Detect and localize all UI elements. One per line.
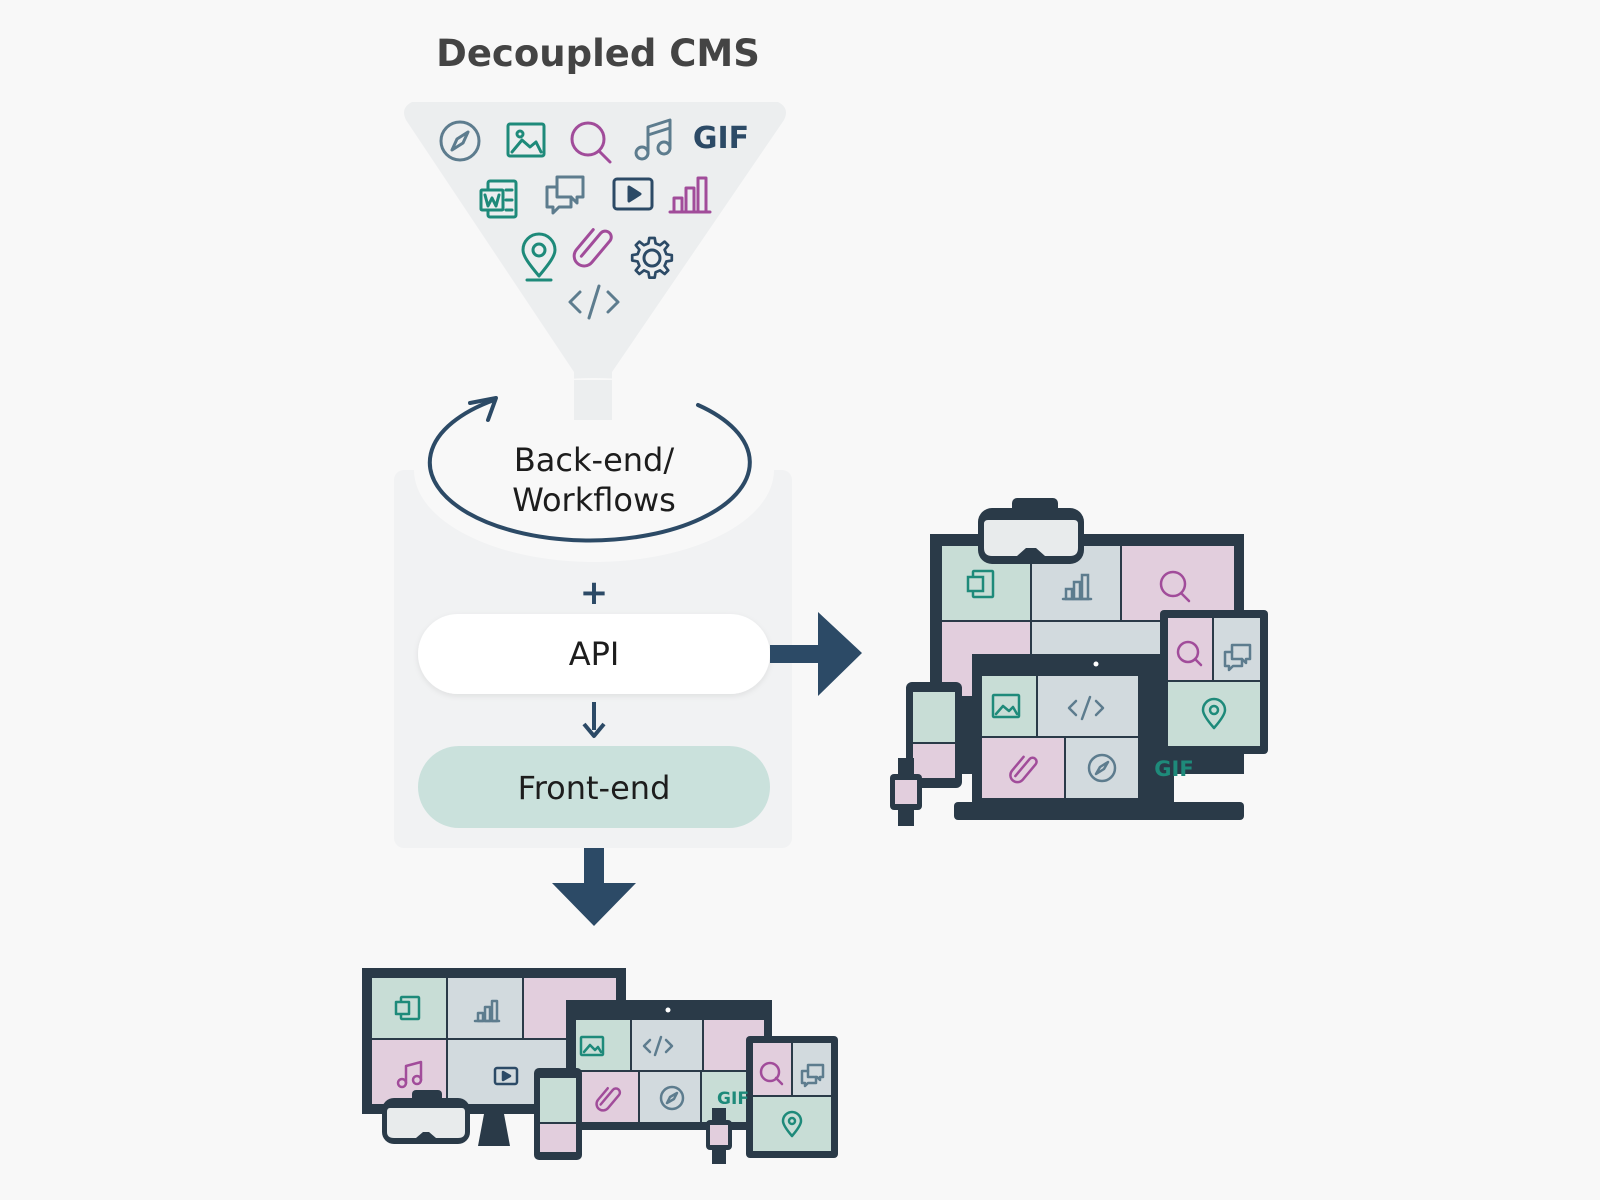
word-doc-icon <box>479 179 518 219</box>
plus-symbol: + <box>580 573 609 613</box>
laptop-device <box>954 654 1244 820</box>
funnel-neck <box>574 380 612 420</box>
smartwatch-device <box>706 1108 732 1164</box>
location-pin-icon <box>781 1110 803 1138</box>
location-pin-icon <box>521 232 557 282</box>
bar-chart-icon <box>1061 573 1093 601</box>
api-pill <box>418 614 770 694</box>
word-doc-icon <box>966 569 995 599</box>
search-icon <box>1159 570 1191 603</box>
gif-label: GIF <box>717 1089 749 1109</box>
frontend-to-devices-arrow <box>552 848 636 926</box>
search-icon <box>570 121 612 164</box>
music-icon <box>634 118 672 161</box>
compass-icon <box>1087 753 1117 783</box>
workflow-cycle-arrowhead <box>468 396 498 422</box>
chat-icon <box>545 175 585 215</box>
api-label: API <box>569 635 620 673</box>
gif-icon: GIF <box>693 121 749 156</box>
workflow-cycle-line <box>427 398 752 543</box>
tablet-icons <box>1176 640 1252 730</box>
backend-label-line2: Workflows <box>512 481 676 519</box>
backend-workflows-node: Back-end/ Workflows <box>427 380 752 543</box>
paperclip-icon <box>595 1087 622 1112</box>
api-to-frontend-arrow <box>582 702 606 738</box>
laptop-device <box>566 1000 772 1130</box>
image-icon <box>506 122 546 158</box>
code-icon <box>568 284 620 320</box>
frontend-node: Front-end <box>418 746 770 828</box>
phone-device <box>534 1068 582 1160</box>
api-node: API <box>418 614 770 694</box>
monitor-icons <box>394 995 519 1089</box>
tablet-device <box>746 1036 838 1158</box>
chat-icon <box>800 1063 825 1088</box>
bar-chart-icon <box>473 999 501 1023</box>
image-icon <box>579 1035 605 1057</box>
compass-icon <box>439 120 481 162</box>
video-icon <box>493 1066 519 1086</box>
phone-device <box>906 682 962 788</box>
search-icon <box>759 1061 784 1086</box>
tablet-icons <box>759 1061 825 1138</box>
music-icon <box>396 1060 423 1089</box>
frontend-pill <box>418 746 770 828</box>
vr-headset-icon <box>382 1090 470 1144</box>
laptop-icons <box>579 1035 685 1112</box>
smartwatch-device <box>890 758 922 826</box>
vr-headset-icon <box>978 498 1084 564</box>
monitor-icons <box>966 569 1191 603</box>
tablet-device <box>1160 610 1268 754</box>
diagram-title: Decoupled CMS <box>436 32 760 75</box>
location-pin-icon <box>1201 697 1227 730</box>
code-icon <box>1067 695 1105 721</box>
chat-icon <box>1223 643 1252 672</box>
compass-icon <box>659 1085 685 1111</box>
paperclip-icon <box>1009 755 1038 784</box>
gif-label: GIF <box>1154 757 1193 781</box>
frontend-label: Front-end <box>518 769 671 807</box>
paperclip-icon <box>572 228 613 268</box>
funnel-icons: GIF <box>439 118 749 320</box>
search-icon <box>1176 640 1203 667</box>
backend-label-line1: Back-end/ <box>514 441 675 479</box>
gif-label: GIF <box>693 121 749 156</box>
api-device-cluster: GIF <box>890 498 1268 826</box>
frontend-device-cluster: GIF <box>362 968 838 1164</box>
laptop-icons <box>991 693 1117 784</box>
image-icon <box>991 693 1021 719</box>
bar-chart-icon <box>668 176 712 214</box>
gear-icon <box>630 236 674 279</box>
word-doc-icon <box>394 995 421 1021</box>
code-icon <box>642 1035 674 1057</box>
api-to-devices-arrow <box>770 612 862 696</box>
backend-ellipse-bg <box>414 378 774 562</box>
video-icon <box>612 177 654 211</box>
